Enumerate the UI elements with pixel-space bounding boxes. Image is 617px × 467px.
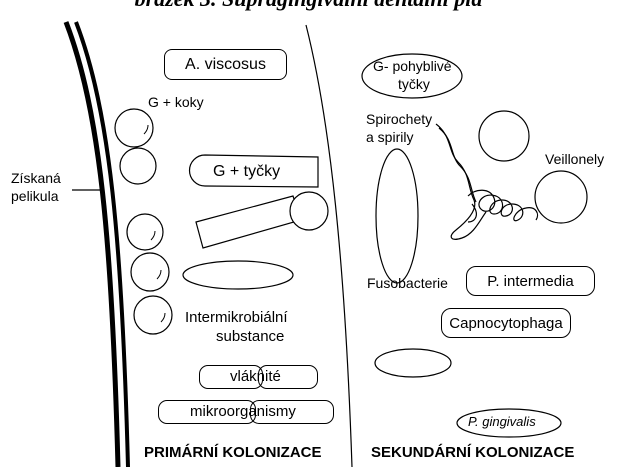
p-gingivalis-label: P. gingivalis [468, 415, 536, 429]
g-plus-tycky-label: G + tyčky [213, 163, 280, 181]
a-viscosus-label: A. viscosus [185, 56, 266, 74]
p-intermedia-label: P. intermedia [487, 273, 573, 290]
secondary-ellipse [375, 349, 451, 377]
veillonely-label: Veillonely [545, 152, 604, 167]
tooth-surface-line-outer [66, 22, 118, 467]
a-viscosus-box: A. viscosus [164, 49, 287, 80]
primary-ellipse [183, 261, 293, 289]
intermikrobialni-label: Intermikrobiální [185, 310, 288, 327]
capnocytophaga-box: Capnocytophaga [441, 308, 571, 338]
g-plus-koky-label: G + koky [148, 95, 204, 110]
fusobacterie-label: Fusobacterie [367, 276, 448, 291]
g-minus-pohyblive-label: G- pohyblivé [373, 59, 452, 74]
capnocytophaga-label: Capnocytophaga [449, 315, 562, 332]
secondary-colonization-title: SEKUNDÁRNÍ KOLONIZACE [371, 444, 574, 461]
spirochety-label: Spirochety [366, 112, 432, 127]
substance-label: substance [216, 329, 284, 346]
fusobacterium-ellipse [376, 149, 418, 283]
ziskana-label: Získaná [11, 171, 61, 186]
vlaknite-label: vláknité [230, 369, 281, 386]
p-intermedia-box: P. intermedia [466, 266, 595, 296]
g-minus-tycky-label: tyčky [398, 77, 430, 92]
mikroorganismy-label: mikroorganismy [190, 404, 296, 421]
g-plus-cocci [115, 109, 172, 334]
budding-rod-shape [196, 192, 328, 248]
a-spirily-label: a spirily [366, 130, 413, 145]
primary-colonization-title: PRIMÁRNÍ KOLONIZACE [144, 444, 322, 461]
pelikula-label: pelikula [11, 189, 58, 204]
